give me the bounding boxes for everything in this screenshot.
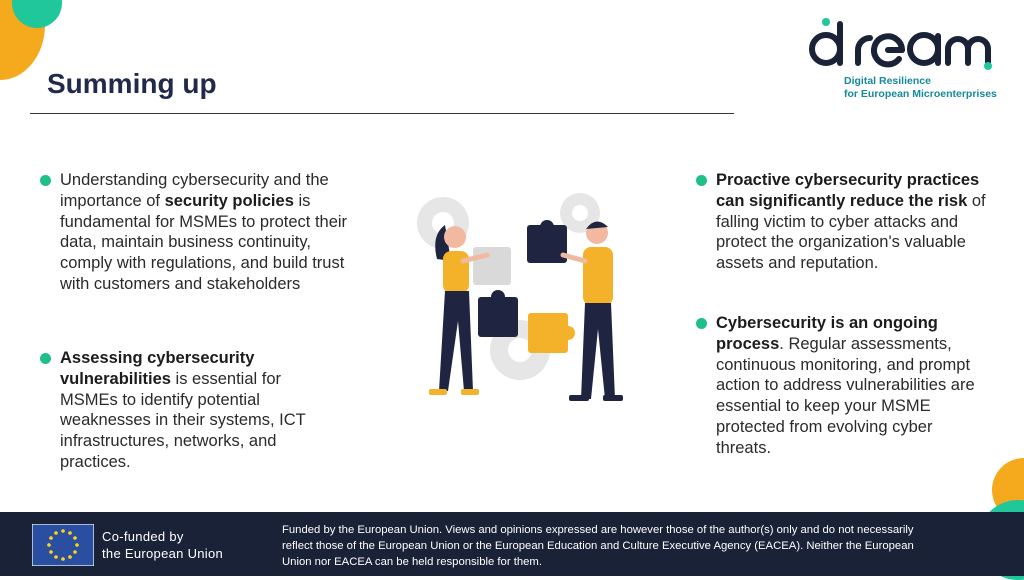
cofunded-label: Co-funded by the European Union: [102, 528, 223, 562]
bullet-bold-text: security policies: [164, 191, 294, 210]
bullet-dot: [40, 175, 51, 186]
footer-bar: Co-funded by the European Union Funded b…: [0, 512, 1024, 576]
bullet-dot: [696, 175, 707, 186]
puzzle-piece-navy-bottom: [478, 297, 518, 337]
bullet-text: is fundamental for MSMEs to protect thei…: [60, 191, 348, 293]
eu-flag-icon: [32, 524, 94, 566]
cofunded-line1: Co-funded by: [102, 529, 184, 544]
title-divider: [30, 113, 734, 114]
puzzle-piece-navy-top: [527, 225, 567, 263]
logo-subtitle-line1: Digital Resilience: [844, 75, 931, 87]
page-title: Summing up: [47, 68, 217, 99]
dream-logo: [809, 18, 992, 70]
funding-disclaimer: Funded by the European Union. Views and …: [282, 524, 914, 569]
bullet-bold-text: Assessing cybersecurity vulnerabilities: [60, 349, 255, 388]
bullet-ongoing-process: Cybersecurity is an ongoing process. Reg…: [696, 313, 992, 459]
puzzle-piece-yellow: [528, 313, 568, 353]
logo-subtitle-line2: for European Microenterprises: [844, 88, 997, 100]
puzzle-piece-grey: [473, 247, 511, 285]
bullet-bold-text: Proactive cybersecurity practices can si…: [716, 171, 980, 210]
bullet-text: is essential for MSMEs to identify poten…: [60, 369, 306, 471]
teamwork-puzzle-illustration: [417, 193, 623, 401]
cofunded-line2: the European Union: [102, 546, 224, 561]
bullet-text: . Regular assessments, continuous monito…: [716, 334, 975, 457]
woman-figure: [429, 225, 490, 395]
bullet-bold-text: Cybersecurity is an ongoing process: [716, 314, 938, 353]
bullet-dot: [696, 318, 707, 329]
bullet-dot: [40, 353, 51, 364]
bullet-text: Understanding cybersecurity and the impo…: [60, 171, 329, 210]
bullet-text: of falling victim to cyber attacks and p…: [716, 191, 986, 273]
bullet-assessing-vulnerabilities: Assessing cybersecurity vulnerabilities …: [40, 348, 310, 473]
bullet-security-policies: Understanding cybersecurity and the impo…: [40, 170, 350, 295]
man-figure: [560, 221, 623, 401]
bullet-proactive-practices: Proactive cybersecurity practices can si…: [696, 170, 992, 274]
